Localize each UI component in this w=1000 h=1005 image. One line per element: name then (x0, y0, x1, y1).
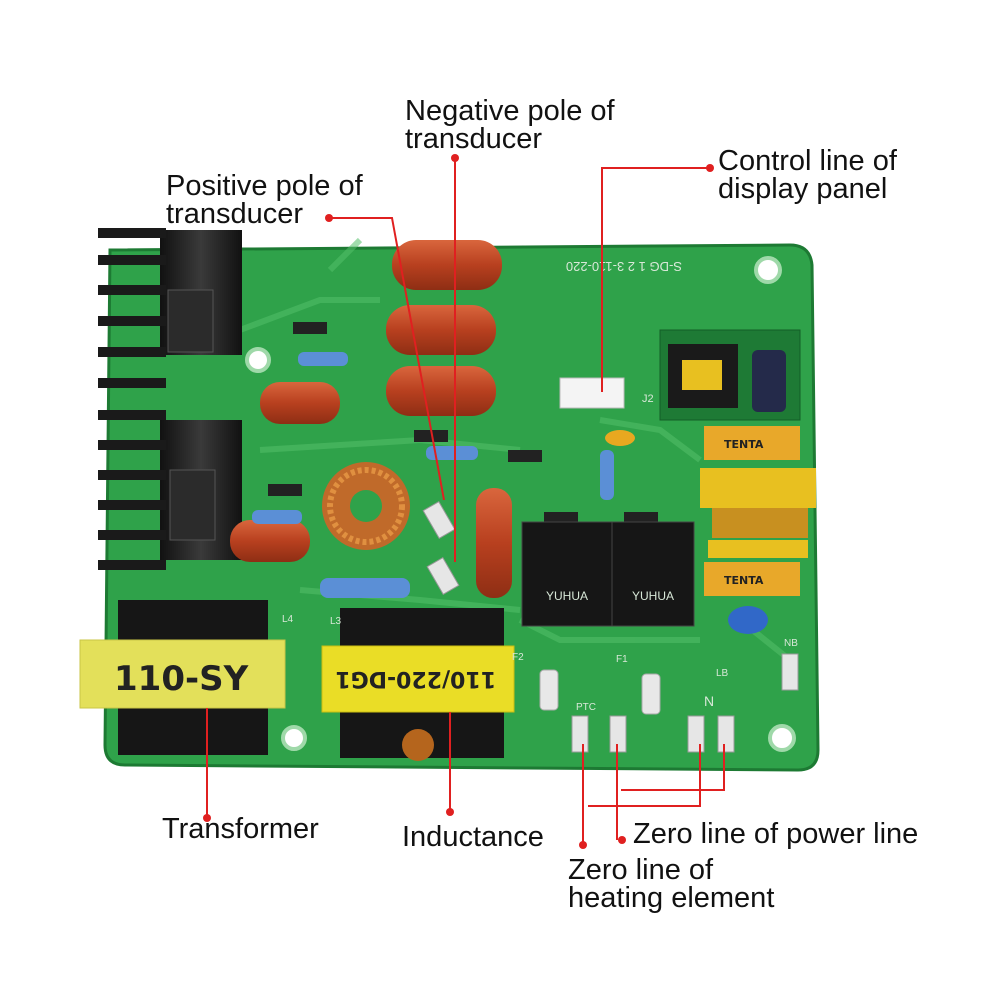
terminal-label-f1: F1 (616, 654, 628, 665)
terminal-label-lb: LB (716, 668, 729, 679)
relays: YUHUA YUHUA (521, 521, 695, 627)
terminals (422, 500, 799, 753)
display-connector: J2 (559, 377, 654, 409)
board-model: S-DG 1 2 3-110-220 (566, 259, 682, 274)
terminal-label-l3: L3 (330, 616, 342, 627)
transformer-label: Transformer (162, 813, 319, 845)
inductance-label: Inductance (402, 821, 544, 853)
terminal-label-ptc: PTC (576, 702, 596, 713)
pcb-board (103, 237, 820, 772)
zero-line-heating-line2: heating element (568, 882, 775, 914)
transformer-marking: 110-SY (114, 659, 249, 699)
annotation-lines (206, 158, 725, 845)
zero-line-power-label: Zero line of power line (633, 818, 919, 850)
fuses (539, 669, 661, 715)
positive-pole-label: Positive pole of transducer (166, 170, 363, 230)
negative-pole-line1: Negative pole of (405, 95, 615, 127)
inductor: 110/220-DG1 (321, 608, 515, 761)
terminal-label-nb: NB (784, 638, 798, 649)
zero-line-heating-label: Zero line of heating element (568, 854, 775, 914)
film-capacitors (230, 240, 512, 598)
terminal-label-n: N (704, 693, 714, 709)
control-line-label: Control line of display panel (718, 145, 897, 205)
positive-pole-line2: transducer (166, 198, 304, 230)
control-line-line1: Control line of (718, 145, 897, 177)
negative-pole-line2: transducer (405, 123, 543, 155)
control-line-line2: display panel (718, 173, 888, 205)
power-module: TENTA TENTA (659, 329, 816, 634)
small-components (252, 322, 658, 598)
negative-pole-label: Negative pole of transducer (405, 95, 615, 155)
terminal-label-f2: F2 (512, 652, 524, 663)
relay-brand-left: YUHUA (546, 589, 588, 603)
heat-sink (98, 228, 242, 570)
terminal-label-l4: L4 (282, 614, 294, 625)
capacitor-brand-bottom: TENTA (724, 574, 764, 587)
inductor-marking: 110/220-DG1 (335, 666, 496, 691)
relay-brand-right: YUHUA (632, 589, 674, 603)
silkscreen: S-DG 1 2 3-110-220 N LB NB PTC F1 F2 L3 … (282, 259, 798, 713)
transformer: 110-SY (79, 600, 286, 755)
zero-line-heating-line1: Zero line of (568, 854, 714, 886)
annotation-dots (203, 154, 714, 849)
capacitor-brand-top: TENTA (724, 438, 764, 451)
positive-pole-line1: Positive pole of (166, 170, 363, 202)
connector-label: J2 (642, 393, 654, 405)
toroid-inductor (322, 462, 410, 550)
